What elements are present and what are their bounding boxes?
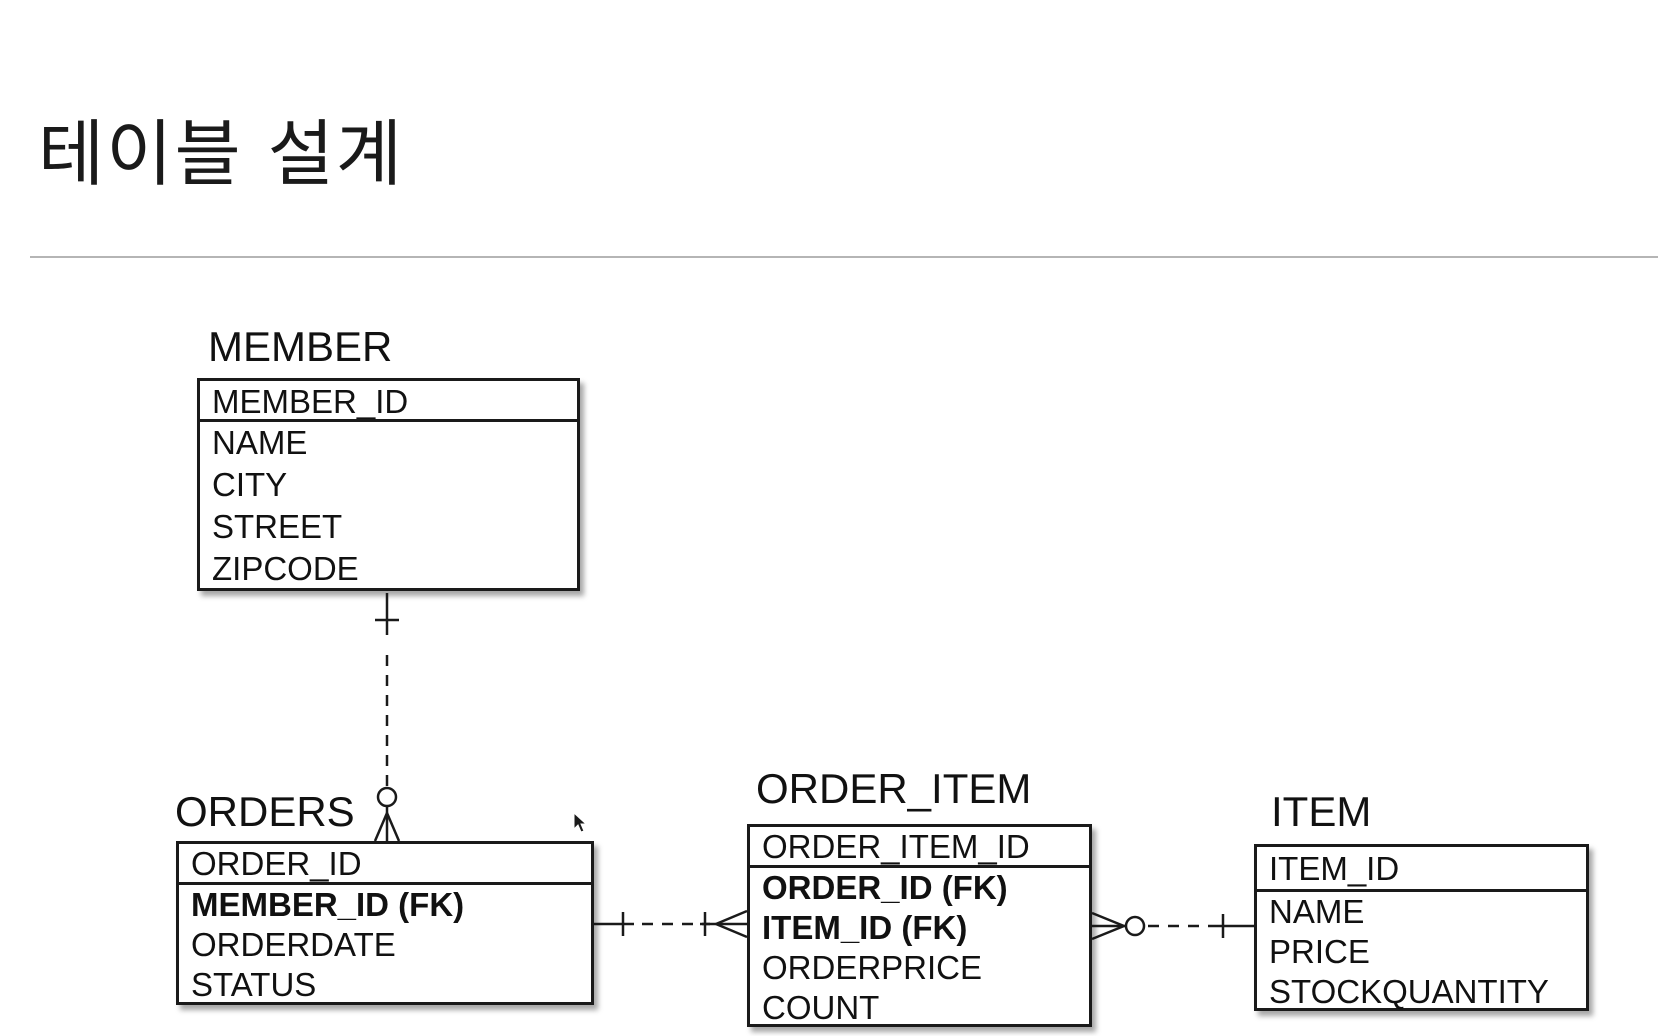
orderitem-crow-bottom [1091,924,1125,941]
item-table-title: ITEM [1271,788,1372,835]
item-field-list: NAME PRICE STOCKQUANTITY [1257,892,1586,1012]
title-divider [30,256,1658,258]
order-item-table-title: ORDER_ITEM [756,765,1032,812]
order-item-field-count: COUNT [762,989,880,1026]
orderitem-side-crow-top [715,909,748,926]
member-field-city: CITY [212,466,288,503]
member-orders-relationship [373,593,401,842]
orderitem-side-zero-circle [1124,915,1146,937]
mouse-cursor-icon [573,812,588,833]
member-entity[interactable]: MEMBER_ID NAME CITY STREET ZIPCODE [197,378,580,591]
item-field-stockquantity: STOCKQUANTITY [1269,973,1549,1010]
member-field-list: NAME CITY STREET ZIPCODE [200,422,577,590]
item-entity[interactable]: ITEM_ID NAME PRICE STOCKQUANTITY [1254,844,1589,1011]
order-item-primary-key: ORDER_ITEM_ID [750,827,1089,868]
member-field-street: STREET [212,508,343,545]
orders-field-status: STATUS [191,966,317,1003]
order-item-field-orderprice: ORDERPRICE [762,949,983,986]
member-field-zipcode: ZIPCODE [212,550,359,587]
orders-orderitem-relationship [594,909,748,939]
member-primary-key: MEMBER_ID [200,381,577,422]
member-field-name: NAME [212,424,308,461]
orders-field-orderdate: ORDERDATE [191,926,396,963]
order-item-field-item-id-fk: ITEM_ID (FK) [762,909,968,946]
item-primary-key: ITEM_ID [1257,847,1586,892]
orders-side-crow-right [385,812,401,842]
orderitem-crow-top [1091,911,1125,928]
orders-side-zero-circle [376,786,398,808]
orders-field-list: MEMBER_ID (FK) ORDERDATE STATUS [179,885,591,1005]
orderitem-side-crow-bottom [715,922,748,939]
order-item-entity[interactable]: ORDER_ITEM_ID ORDER_ID (FK) ITEM_ID (FK)… [747,824,1092,1027]
item-field-name: NAME [1269,893,1365,930]
member-table-title: MEMBER [208,323,393,370]
page-title: 테이블 설계 [38,112,405,196]
orders-primary-key: ORDER_ID [179,844,591,885]
orderitem-item-relationship [1091,911,1254,941]
orders-entity[interactable]: ORDER_ID MEMBER_ID (FK) ORDERDATE STATUS [176,841,594,1005]
orders-side-crow-left [373,812,389,842]
item-field-price: PRICE [1269,933,1370,970]
orders-field-member-id-fk: MEMBER_ID (FK) [191,886,465,923]
order-item-field-order-id-fk: ORDER_ID (FK) [762,869,1008,906]
order-item-field-list: ORDER_ID (FK) ITEM_ID (FK) ORDERPRICE CO… [750,868,1089,1028]
orders-table-title: ORDERS [175,788,355,835]
